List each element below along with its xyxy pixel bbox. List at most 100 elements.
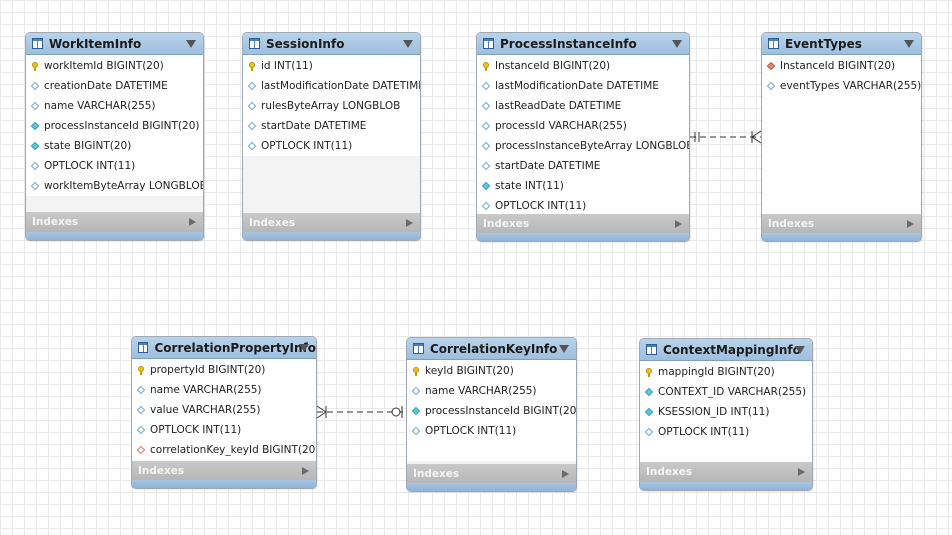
column-label: OPTLOCK INT(11) — [44, 160, 136, 172]
primary-key-icon — [645, 367, 654, 377]
column-label: name VARCHAR(255) — [44, 100, 156, 112]
column-icon — [645, 428, 654, 437]
column-row[interactable]: lastModificationDate DATETIME — [477, 76, 689, 96]
collapse-caret-icon[interactable] — [186, 40, 196, 48]
column-row[interactable]: processId VARCHAR(255) — [477, 116, 689, 136]
collapse-caret-icon[interactable] — [299, 344, 309, 352]
expand-arrow-icon[interactable] — [302, 467, 309, 475]
table-header[interactable]: ContextMappingInfo — [640, 339, 812, 361]
table-correlationkeyinfo[interactable]: CorrelationKeyInfo keyId BIGINT(20) name… — [406, 337, 577, 492]
column-label: OPTLOCK INT(11) — [150, 424, 242, 436]
table-name: CorrelationKeyInfo — [430, 341, 558, 356]
column-row[interactable]: rulesByteArray LONGBLOB — [243, 96, 420, 116]
table-icon — [483, 38, 494, 49]
column-row[interactable]: KSESSION_ID INT(11) — [640, 402, 812, 422]
column-label: processId VARCHAR(255) — [495, 120, 627, 132]
column-row[interactable]: startDate DATETIME — [243, 116, 420, 136]
table-name: SessionInfo — [266, 36, 345, 51]
column-label: name VARCHAR(255) — [150, 384, 262, 396]
table-sessioninfo[interactable]: SessionInfo id INT(11) lastModificationD… — [242, 32, 421, 241]
table-header[interactable]: CorrelationKeyInfo — [407, 338, 576, 360]
column-row[interactable]: creationDate DATETIME — [26, 76, 203, 96]
indexes-section[interactable]: Indexes — [477, 214, 689, 234]
expand-arrow-icon[interactable] — [907, 220, 914, 228]
expand-arrow-icon[interactable] — [675, 220, 682, 228]
indexes-section[interactable]: Indexes — [243, 213, 420, 233]
column-row[interactable]: workItemByteArray LONGBLOB — [26, 176, 203, 196]
column-row[interactable]: id INT(11) — [243, 56, 420, 76]
table-header[interactable]: EventTypes — [762, 33, 921, 55]
expand-arrow-icon[interactable] — [798, 468, 805, 476]
table-eventtypes[interactable]: EventTypes InstanceId BIGINT(20) eventTy… — [761, 32, 922, 242]
column-row[interactable]: name VARCHAR(255) — [407, 381, 576, 401]
column-row[interactable]: lastModificationDate DATETIME — [243, 76, 420, 96]
column-row[interactable]: processInstanceByteArray LONGBLOB — [477, 136, 689, 156]
expand-arrow-icon[interactable] — [562, 470, 569, 478]
relationship-processinstance-eventtypes[interactable] — [690, 130, 762, 144]
table-header[interactable]: SessionInfo — [243, 33, 420, 55]
column-row[interactable]: InstanceId BIGINT(20) — [762, 56, 921, 76]
collapse-caret-icon[interactable] — [672, 40, 682, 48]
column-row[interactable]: workItemId BIGINT(20) — [26, 56, 203, 76]
column-row[interactable]: name VARCHAR(255) — [26, 96, 203, 116]
column-row[interactable]: InstanceId BIGINT(20) — [477, 56, 689, 76]
indexes-section[interactable]: Indexes — [762, 214, 921, 234]
column-row[interactable]: CONTEXT_ID VARCHAR(255) — [640, 382, 812, 402]
expand-arrow-icon[interactable] — [406, 219, 413, 227]
indexes-section[interactable]: Indexes — [26, 212, 203, 232]
table-correlationpropertyinfo[interactable]: CorrelationPropertyInfo propertyId BIGIN… — [131, 336, 317, 489]
column-icon — [31, 102, 40, 111]
indexes-label: Indexes — [483, 218, 530, 230]
indexes-section[interactable]: Indexes — [132, 461, 316, 481]
table-icon — [646, 344, 657, 355]
column-icon — [248, 142, 257, 151]
collapse-caret-icon[interactable] — [559, 345, 569, 353]
table-contextmappinginfo[interactable]: ContextMappingInfo mappingId BIGINT(20) … — [639, 338, 813, 491]
table-icon — [413, 343, 424, 354]
column-row[interactable]: state BIGINT(20) — [26, 136, 203, 156]
table-header[interactable]: CorrelationPropertyInfo — [132, 337, 316, 359]
table-header[interactable]: ProcessInstanceInfo — [477, 33, 689, 55]
column-row[interactable]: value VARCHAR(255) — [132, 400, 316, 420]
indexes-section[interactable]: Indexes — [640, 462, 812, 482]
column-row[interactable]: lastReadDate DATETIME — [477, 96, 689, 116]
column-icon — [482, 162, 491, 171]
column-row[interactable]: propertyId BIGINT(20) — [132, 360, 316, 380]
collapse-caret-icon[interactable] — [904, 40, 914, 48]
column-row[interactable]: eventTypes VARCHAR(255) — [762, 76, 921, 96]
column-label: propertyId BIGINT(20) — [150, 364, 266, 376]
column-row[interactable]: OPTLOCK INT(11) — [26, 156, 203, 176]
collapse-caret-icon[interactable] — [795, 346, 805, 354]
column-row[interactable]: OPTLOCK INT(11) — [132, 420, 316, 440]
column-row[interactable]: processInstanceId BIGINT(20) — [407, 401, 576, 421]
indexes-label: Indexes — [32, 216, 79, 228]
column-row[interactable]: name VARCHAR(255) — [132, 380, 316, 400]
collapse-caret-icon[interactable] — [403, 40, 413, 48]
column-row[interactable]: correlationKey_keyId BIGINT(20) — [132, 440, 316, 460]
column-row[interactable]: state INT(11) — [477, 176, 689, 196]
column-row[interactable]: OPTLOCK INT(11) — [243, 136, 420, 156]
table-workiteminfo[interactable]: WorkItemInfo workItemId BIGINT(20) creat… — [25, 32, 204, 241]
table-footer — [407, 483, 576, 491]
table-header[interactable]: WorkItemInfo — [26, 33, 203, 55]
relationship-correlationproperty-correlationkey[interactable] — [316, 405, 406, 419]
column-row[interactable]: mappingId BIGINT(20) — [640, 362, 812, 382]
column-label: OPTLOCK INT(11) — [658, 426, 750, 438]
indexes-section[interactable]: Indexes — [407, 464, 576, 484]
column-icon — [31, 82, 40, 91]
column-row[interactable]: processInstanceId BIGINT(20) — [26, 116, 203, 136]
expand-arrow-icon[interactable] — [189, 218, 196, 226]
column-icon — [767, 82, 776, 91]
table-name: ProcessInstanceInfo — [500, 36, 637, 51]
indexes-label: Indexes — [249, 217, 296, 229]
column-row[interactable]: OPTLOCK INT(11) — [640, 422, 812, 442]
primary-key-icon — [31, 61, 40, 71]
column-row[interactable]: OPTLOCK INT(11) — [477, 196, 689, 216]
table-icon — [249, 38, 260, 49]
column-row[interactable]: OPTLOCK INT(11) — [407, 421, 576, 441]
table-processinstanceinfo[interactable]: ProcessInstanceInfo InstanceId BIGINT(20… — [476, 32, 690, 242]
column-row[interactable]: startDate DATETIME — [477, 156, 689, 176]
indexes-label: Indexes — [768, 218, 815, 230]
column-row[interactable]: keyId BIGINT(20) — [407, 361, 576, 381]
